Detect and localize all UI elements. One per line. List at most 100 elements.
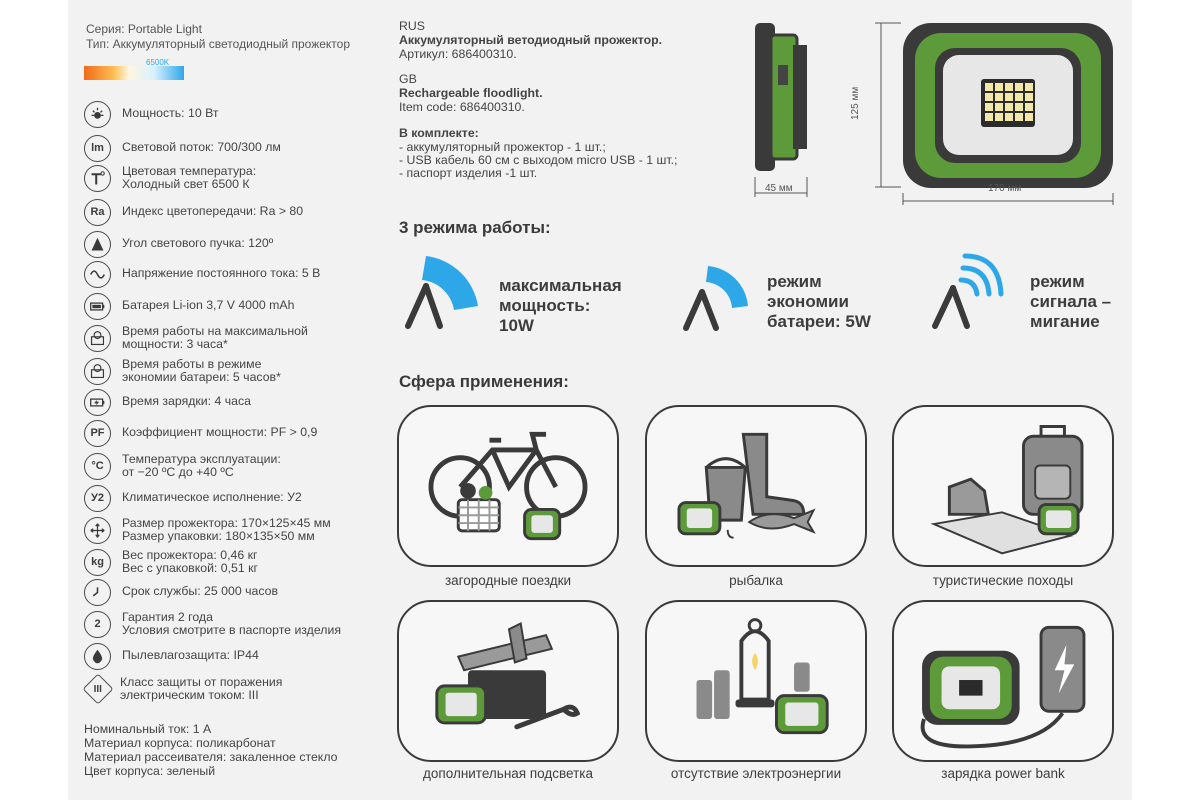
- ra-icon: Ra: [84, 198, 111, 226]
- rus-code: Артикул: 686400310.: [399, 47, 517, 61]
- spec-text: Световой поток: 700/300 лм: [122, 140, 281, 155]
- weight-icon: kg: [84, 548, 111, 576]
- gb-label: GB: [399, 72, 417, 86]
- spec-text: Мощность: 10 Вт: [122, 106, 219, 121]
- eco-mode-icon: [683, 266, 748, 331]
- spec-row: Время зарядки: 4 часа: [84, 388, 384, 416]
- color-temperature-scale: [84, 66, 184, 80]
- power-bank-icon: [920, 625, 1086, 749]
- spec-row: Угол светового пучка: 120º: [84, 230, 384, 258]
- spec-text: Угол светового пучка: 120º: [122, 236, 274, 251]
- apps-title: Сфера применения:: [399, 372, 569, 391]
- spec-row: У2 Климатическое исполнение: У2: [84, 484, 384, 512]
- app-card-extra-lighting: [397, 600, 619, 762]
- product-drawing: [754, 22, 1114, 205]
- spec-text: Батарея Li-ion 3,7 V 4000 mAh: [122, 298, 295, 313]
- color-temperature-icon: [84, 164, 111, 192]
- spec-row: Напряжение постоянного тока: 5 В: [84, 260, 384, 288]
- signal-mode-icon: [932, 253, 1004, 329]
- footer-note: Материал рассеивателя: закаленное стекло: [84, 750, 338, 764]
- footer-note: Материал корпуса: поликарбонат: [84, 736, 276, 750]
- climate-icon: У2: [84, 484, 111, 512]
- height-dimension: 125 мм: [850, 86, 861, 120]
- rus-label: RUS: [399, 19, 425, 33]
- bicycle-icon: [428, 431, 588, 541]
- spec-row: Мощность: 10 Вт: [84, 100, 384, 128]
- modes-title: 3 режима работы:: [399, 218, 551, 237]
- spec-text: Время зарядки: 4 часа: [122, 394, 251, 409]
- spec-row: Батарея Li-ion 3,7 V 4000 mAh: [84, 292, 384, 320]
- kit-title: В комплекте:: [399, 126, 479, 140]
- spec-text: Цветовая температура:Холодный свет 6500 …: [122, 163, 257, 191]
- app-caption: дополнительная подсветка: [423, 766, 593, 781]
- app-caption: туристические походы: [932, 573, 1074, 588]
- kit-item: - USB кабель 60 см с выходом micro USB -…: [399, 153, 678, 167]
- gb-code: Item code: 686400310.: [399, 100, 525, 114]
- backpack-icon: [930, 425, 1084, 555]
- width-dimension: 170 мм: [988, 183, 1022, 194]
- max-mode-icon: [405, 256, 478, 329]
- spec-text: Пылевлагозащита: IP44: [122, 648, 259, 663]
- sine-wave-icon: [84, 260, 111, 288]
- spec-text: Срок службы: 25 000 часов: [122, 584, 278, 599]
- water-drop-icon: [84, 642, 111, 670]
- runtime-eco-icon: [84, 357, 111, 385]
- spec-text: Климатическое исполнение: У2: [122, 490, 302, 505]
- spec-row: PF Коэффициент мощности: PF > 0,9: [84, 419, 384, 447]
- candles-lantern-icon: [696, 618, 829, 735]
- front-view: [875, 22, 1114, 205]
- clock-icon: [84, 578, 111, 606]
- type-text: Тип: Аккумуляторный светодиодный прожект…: [86, 37, 350, 51]
- runtime-max-icon: [84, 324, 111, 352]
- pf-icon: PF: [84, 419, 111, 447]
- series-text: Серия: Portable Light: [86, 22, 202, 36]
- footer-note: Номинальный ток: 1 А: [84, 722, 212, 736]
- gb-name: Rechargeable floodlight.: [399, 86, 543, 100]
- spec-text: Коэффициент мощности: PF > 0,9: [122, 425, 318, 440]
- protection-class-icon: III: [82, 673, 114, 705]
- rus-name: Аккумуляторный ветодиодный прожектор.: [399, 33, 663, 47]
- warranty-icon: 2: [84, 610, 111, 638]
- spec-text: Температура эксплуатации:от −20 ºС до +4…: [122, 451, 281, 479]
- charging-icon: [84, 388, 111, 416]
- side-view: [754, 23, 808, 197]
- kit-item: - аккумуляторный прожектор - 1 шт.;: [399, 140, 606, 154]
- spec-text: Напряжение постоянного тока: 5 В: [122, 266, 321, 281]
- spec-row: Цветовая температура:Холодный свет 6500 …: [84, 164, 384, 192]
- app-card-power-outage: [645, 600, 867, 762]
- beam-angle-icon: [84, 230, 111, 258]
- app-card-hiking: [892, 405, 1114, 567]
- battery-icon: [84, 292, 111, 320]
- depth-dimension: 45 мм: [765, 183, 793, 194]
- lumen-icon: lm: [84, 134, 111, 162]
- spec-row: Пылевлагозащита: IP44: [84, 642, 384, 670]
- toolbox-icon: [435, 621, 581, 730]
- app-card-power-bank: [892, 600, 1114, 762]
- kit-item: - паспорт изделия -1 шт.: [399, 166, 538, 180]
- app-caption: загородные поездки: [444, 573, 572, 588]
- fishing-icon: [677, 432, 816, 539]
- scale-label: 6500K: [146, 58, 170, 67]
- footer-note: Цвет корпуса: зеленый: [84, 764, 216, 778]
- spec-row: Срок службы: 25 000 часов: [84, 578, 384, 606]
- app-caption: рыбалка: [729, 573, 783, 588]
- spec-row: lm Световой поток: 700/300 лм: [84, 134, 384, 162]
- brightness-icon: [84, 100, 111, 128]
- app-card-country-trips: [397, 405, 619, 567]
